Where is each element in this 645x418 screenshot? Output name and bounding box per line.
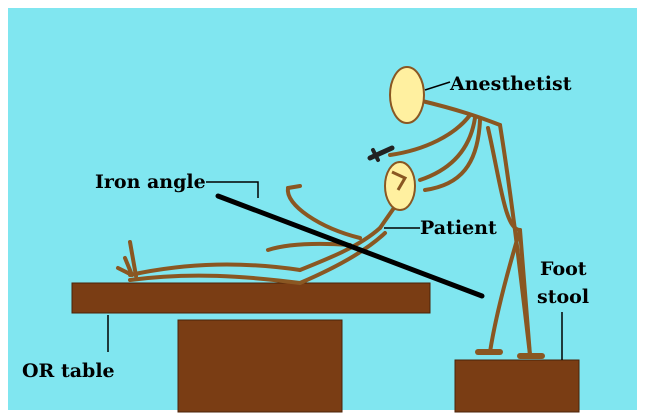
foot-stool [455, 360, 579, 412]
patient-label: Patient [420, 217, 497, 239]
or-table-base [178, 320, 342, 412]
foot-stool-label-line1: Foot [540, 258, 587, 280]
patient-hand-upper [288, 186, 300, 188]
anesthetist-label: Anesthetist [449, 73, 572, 95]
anesthetist-head [390, 67, 424, 123]
or-table-label: OR table [22, 360, 115, 382]
foot-stool-label-line2: stool [537, 286, 589, 308]
or-table-top [72, 283, 430, 313]
iron-angle-label: Iron angle [95, 171, 206, 193]
